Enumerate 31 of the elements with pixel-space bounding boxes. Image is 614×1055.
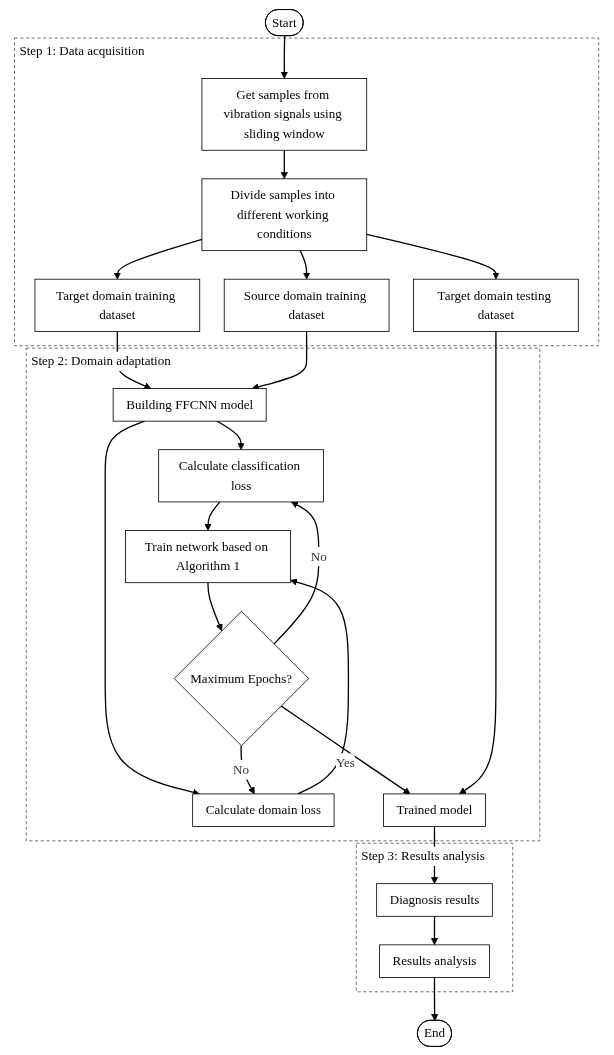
node-box: Trained model <box>383 793 487 827</box>
node-box: Target domain training dataset <box>34 278 201 332</box>
edge-label: Yes <box>336 755 356 770</box>
arrow <box>281 34 289 79</box>
node-box: Divide samples into different working conditions <box>201 177 368 251</box>
arrow <box>104 420 201 796</box>
node-box: Results analysis <box>379 943 491 978</box>
node-box: Train network based on Algorithm 1 <box>125 529 292 583</box>
node-box: Source domain training dataset <box>224 278 390 332</box>
arrow <box>273 501 320 645</box>
arrow <box>114 238 203 280</box>
arrow <box>366 233 500 280</box>
arrow <box>204 500 221 531</box>
node-box: Calculate classification loss <box>158 448 325 502</box>
edge-label: No <box>233 762 250 776</box>
node-box: Target domain testing dataset <box>413 278 580 332</box>
arrow <box>280 704 411 794</box>
arrow <box>431 976 439 1021</box>
node-box: Building FFCNN model <box>113 387 267 422</box>
node-box: Get samples from vibration signals using sliding window <box>201 77 368 151</box>
arrow <box>207 581 223 631</box>
arrow <box>300 249 311 280</box>
arrow <box>290 578 350 795</box>
node-box: Calculate domain loss <box>192 793 335 827</box>
arrow <box>431 915 439 945</box>
arrow <box>281 149 289 179</box>
node-box: Diagnosis results <box>376 882 494 917</box>
arrow <box>252 330 308 390</box>
arrow <box>216 420 246 450</box>
edge-label: No <box>311 548 328 563</box>
node-diamond: Maximum Epochs? <box>174 610 310 746</box>
